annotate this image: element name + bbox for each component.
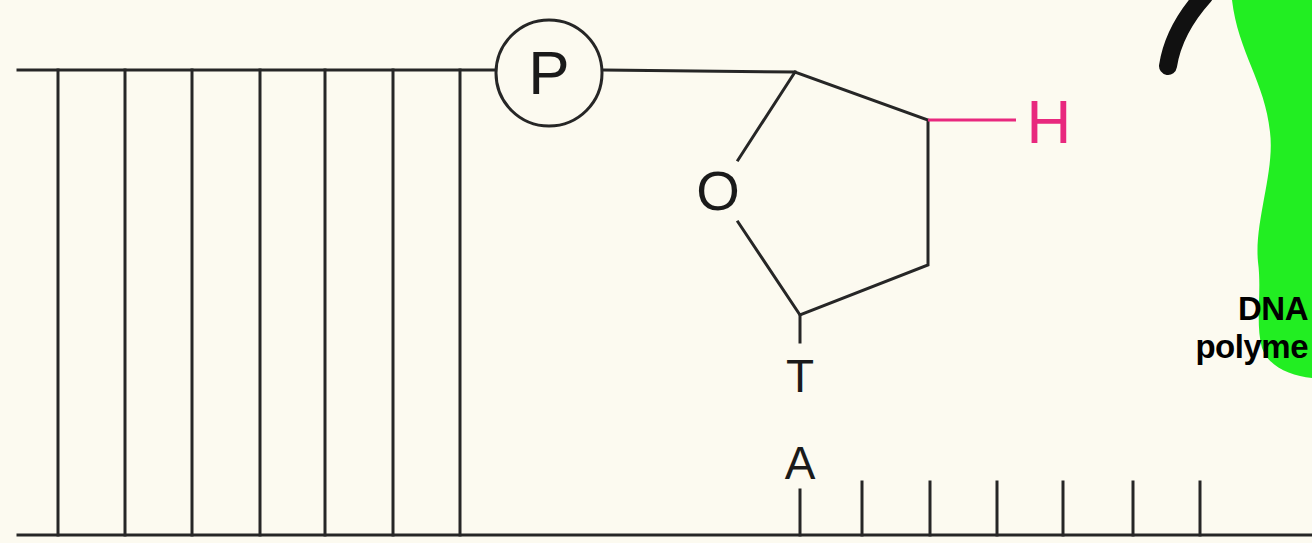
phosphate-circle: P [494, 18, 604, 128]
base-letter: T [786, 353, 814, 399]
base-letter: A [785, 440, 816, 486]
ring-oxygen: O [696, 163, 740, 219]
polymerase-blob: DNA polyme [1150, 0, 1312, 380]
brush-stroke [1168, 0, 1204, 66]
deoxyribose-ring [738, 72, 928, 315]
hydrogen-bond-line [928, 119, 1016, 122]
circle-outline [496, 20, 602, 126]
enzyme-label: DNA polyme [1188, 290, 1312, 366]
phosphodiester-bond [604, 70, 795, 72]
bottom-backbone [18, 534, 1312, 537]
base-pair-rungs [58, 70, 460, 535]
top-backbone [18, 69, 494, 72]
glycosidic-bond [799, 315, 802, 342]
atom-label: P [528, 42, 569, 104]
template-ticks [862, 482, 1200, 535]
template-base-link [799, 490, 802, 535]
hydrogen-atom: H [1027, 91, 1072, 153]
